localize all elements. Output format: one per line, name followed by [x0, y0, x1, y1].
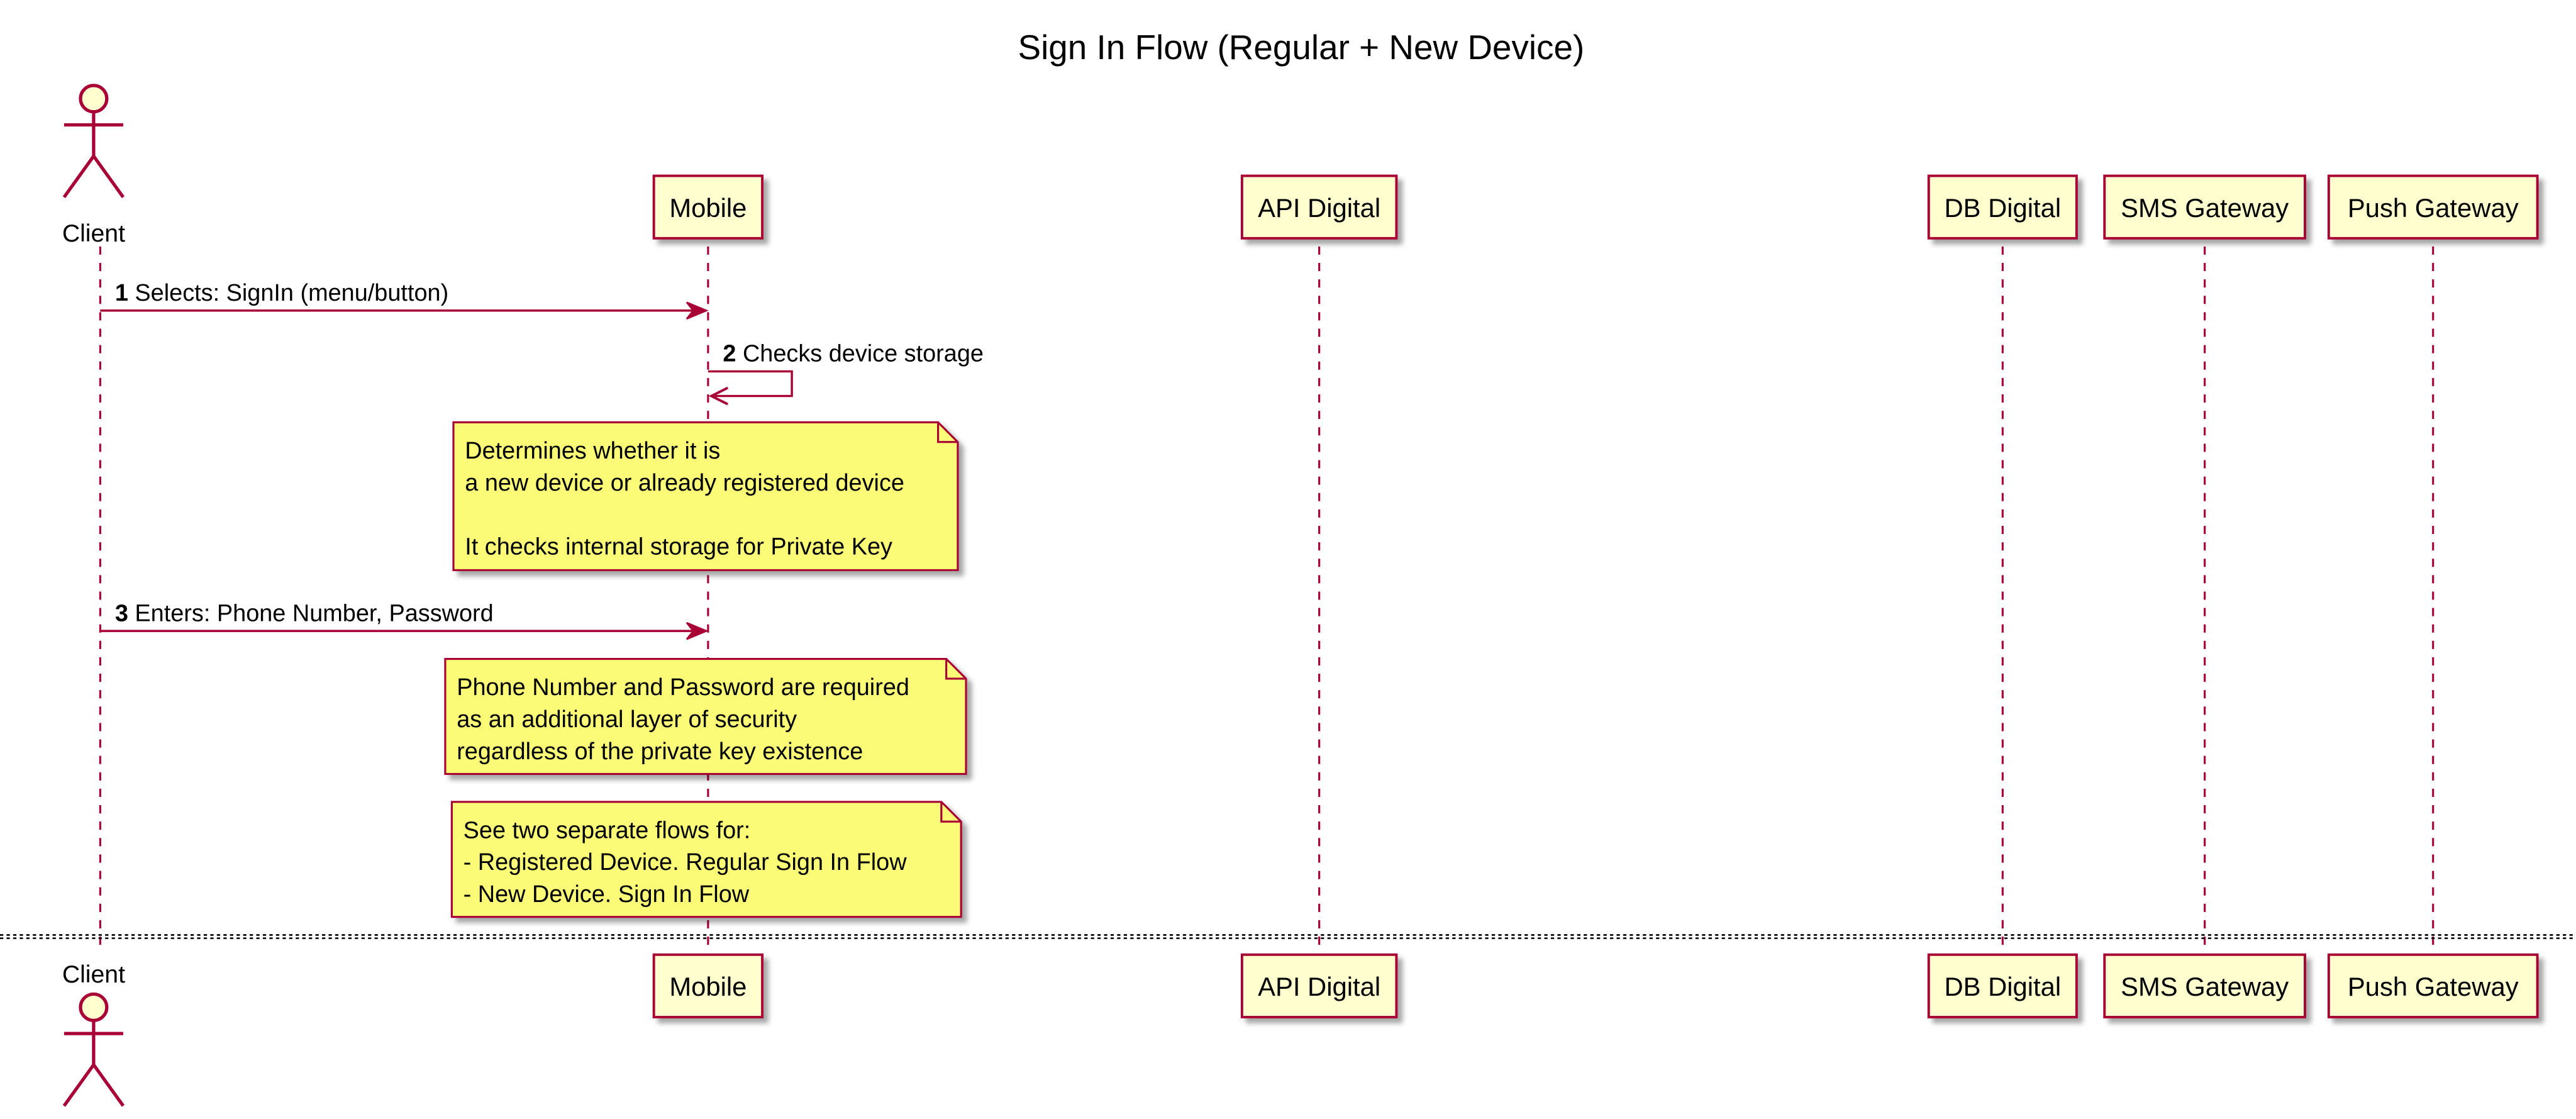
- note-3-line: See two separate flows for:: [464, 817, 751, 843]
- participant-push-bottom-box: [2327, 953, 2539, 1018]
- note-2: Phone Number and Password are required as…: [444, 657, 967, 775]
- message-1-text: Selects: SignIn (menu/button): [128, 280, 448, 306]
- note-2-line: Phone Number and Password are required: [457, 674, 909, 701]
- note-2-line: regardless of the private key existence: [457, 738, 863, 765]
- participant-mobile-top-label: Mobile: [669, 193, 747, 223]
- note-1-line: a new device or already registered devic…: [465, 470, 904, 496]
- note-1-fold: [937, 422, 958, 443]
- message-1-label: 1 Selects: SignIn (menu/button): [115, 280, 448, 306]
- note-2-fold: [945, 659, 966, 680]
- message-2-label: 2 Checks device storage: [723, 341, 984, 367]
- message-2: 2 Checks device storage: [708, 341, 984, 406]
- participant-client-bottom-label: Client: [62, 961, 125, 988]
- actor-leg-right: [92, 1064, 125, 1107]
- actor-client-top-icon: [62, 84, 125, 199]
- participant-sms-bottom-box: [2103, 953, 2306, 1018]
- participant-push-bottom-label: Push Gateway: [2348, 972, 2519, 1001]
- note-3-line: - Registered Device. Regular Sign In Flo…: [464, 849, 908, 876]
- participant-client-top-label: Client: [62, 220, 125, 247]
- note-1-line: Determines whether it is: [465, 438, 720, 464]
- participant-push-top-box: [2327, 174, 2539, 240]
- message-2-number: 2: [723, 341, 736, 367]
- message-3-label: 3 Enters: Phone Number, Password: [115, 600, 494, 626]
- participant-api-bottom-box: [1240, 953, 1398, 1018]
- note-3-box: [450, 801, 962, 918]
- message-2-text: Checks device storage: [736, 341, 984, 367]
- message-3: 3 Enters: Phone Number, Password: [100, 600, 709, 640]
- message-1-arrowhead: [686, 301, 709, 320]
- note-1: Determines whether it is a new device or …: [452, 421, 959, 572]
- participant-mobile-top-box: [652, 174, 764, 240]
- note-3: See two separate flows for: - Registered …: [450, 801, 962, 918]
- message-2-line: [708, 370, 793, 398]
- participant-db-bottom-box: [1927, 953, 2078, 1018]
- message-3-text: Enters: Phone Number, Password: [128, 600, 494, 626]
- actor-leg-right: [92, 155, 125, 199]
- message-2-arrowhead: [708, 386, 729, 406]
- note-3-fold: [940, 801, 962, 823]
- note-2-line: as an additional layer of security: [457, 706, 797, 733]
- actor-client-bottom-icon: [62, 992, 125, 1107]
- participant-api-top-label: API Digital: [1258, 193, 1380, 223]
- participant-api-bottom-label: API Digital: [1258, 972, 1380, 1001]
- participant-api-top-box: [1240, 174, 1398, 240]
- participant-sms-bottom-label: SMS Gateway: [2121, 972, 2289, 1001]
- note-1-line: It checks internal storage for Private K…: [465, 534, 892, 560]
- message-3-number: 3: [115, 600, 128, 626]
- participant-db-top-label: DB Digital: [1944, 193, 2061, 223]
- diagram-title: Sign In Flow (Regular + New Device): [1018, 28, 1585, 67]
- note-2-box: [444, 657, 967, 775]
- actor-head: [79, 84, 109, 114]
- actor-leg-left: [62, 1064, 96, 1107]
- message-3-arrowhead: [686, 621, 709, 640]
- participant-push-top-label: Push Gateway: [2348, 193, 2519, 223]
- note-1-box: [452, 421, 959, 572]
- message-1-number: 1: [115, 280, 128, 306]
- participant-db-top-box: [1927, 174, 2078, 240]
- participant-mobile-bottom-box: [652, 953, 764, 1018]
- note-3-line: - New Device. Sign In Flow: [464, 881, 750, 908]
- participant-sms-top-box: [2103, 174, 2306, 240]
- actor-head: [79, 992, 109, 1022]
- participant-sms-top-label: SMS Gateway: [2121, 193, 2289, 223]
- message-1: 1 Selects: SignIn (menu/button): [100, 280, 709, 320]
- actor-leg-left: [62, 155, 96, 199]
- participant-mobile-bottom-label: Mobile: [669, 972, 747, 1001]
- participant-db-bottom-label: DB Digital: [1944, 972, 2061, 1001]
